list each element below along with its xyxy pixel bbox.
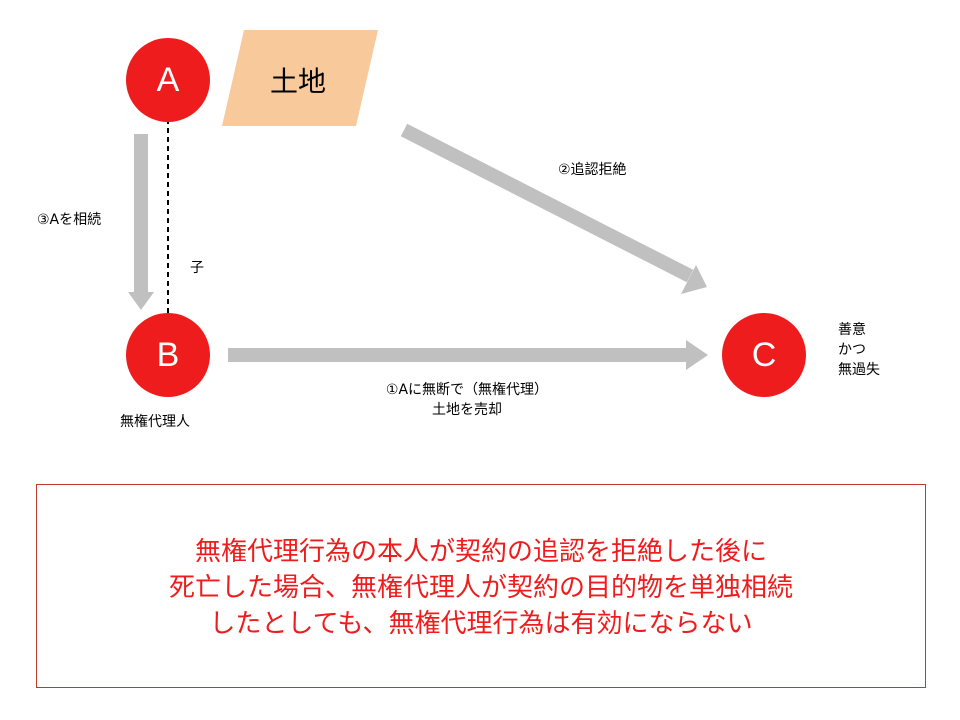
refusal-arrow <box>400 123 707 294</box>
sale-label-line: ①Aに無断で（無権代理） <box>385 382 549 398</box>
land-label: 土地 <box>269 65 326 98</box>
c-trait: 無過失 <box>838 362 880 378</box>
note-line: 死亡した場合、無権代理人が契約の目的物を単独相続 <box>168 573 793 603</box>
inherit-arrow <box>128 134 154 310</box>
c-trait: かつ <box>838 342 866 358</box>
child-label: 子 <box>190 260 204 276</box>
note-line: 無権代理行為の本人が契約の追認を拒絶した後に <box>194 537 767 567</box>
sale-label-line: 土地を売却 <box>432 402 502 418</box>
node-a: A <box>126 38 210 122</box>
land-shape <box>222 30 378 126</box>
c-trait: 善意 <box>838 322 866 338</box>
inherit-label: ③Aを相続 <box>37 212 102 228</box>
node-b: B <box>126 313 210 397</box>
refusal-label: ②追認拒絶 <box>558 162 627 178</box>
note-text: 無権代理行為の本人が契約の追認を拒絶した後に 死亡した場合、無権代理人が契約の目… <box>36 534 926 642</box>
c-traits: 善意 かつ 無過失 <box>838 320 880 380</box>
b-role-label: 無権代理人 <box>120 414 190 430</box>
sale-arrow <box>228 340 708 370</box>
node-c: C <box>722 313 806 397</box>
note-line: したとしても、無権代理行為は有効にならない <box>209 609 753 639</box>
sale-label: ①Aに無断で（無権代理） 土地を売却 <box>352 380 582 420</box>
note-box <box>36 484 926 688</box>
